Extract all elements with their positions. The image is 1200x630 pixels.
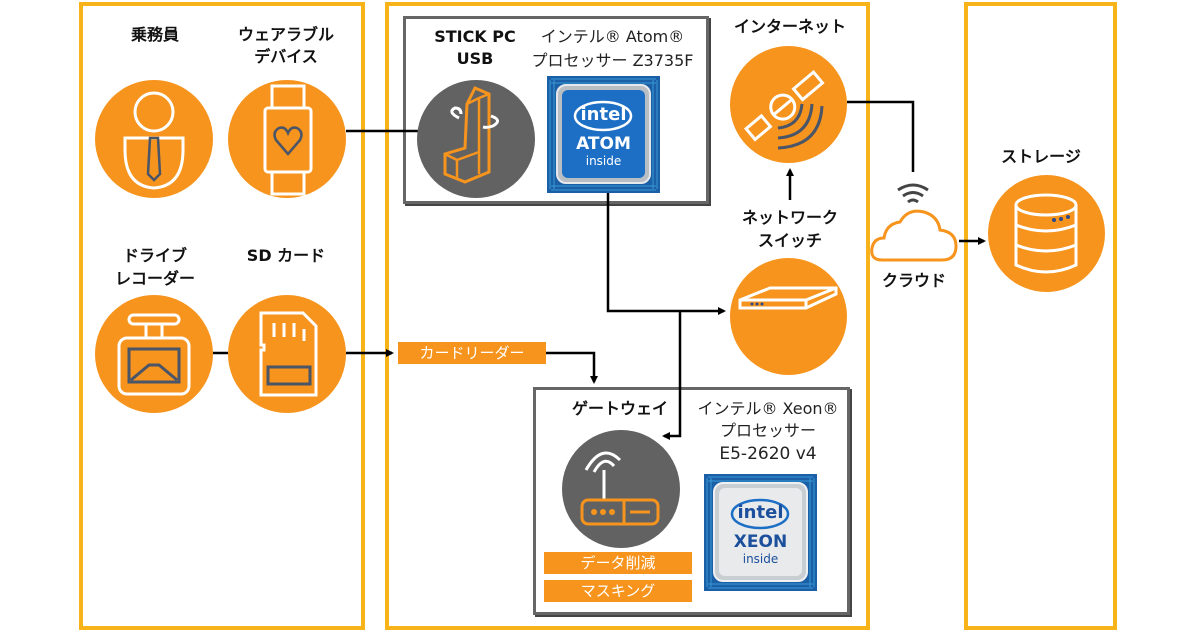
reader-to-gateway-arrow [545,351,598,384]
router-icon [580,451,660,526]
xeon-cpu-line3: E5-2620 v4 [719,444,817,464]
sd-card-icon [259,311,318,397]
database-icon [1014,193,1078,274]
usb-stick-icon [443,86,499,184]
internet-label: インターネット [733,17,846,36]
crew-label: 乗務員 [130,25,179,44]
internet-to-cloud-line [847,100,915,172]
drive-recorder-label-line2: レコーダー [114,269,195,288]
sd-card-label: SD カード [246,246,326,265]
xeon-badge-brand: intel [737,502,784,523]
stick-pc-label-line1: STICK PC [434,27,516,46]
atom-badge-tagline: inside [585,154,622,168]
person-with-tie-icon [123,91,185,190]
sd-card-node[interactable] [228,295,346,413]
intel-atom-badge: intel ATOM inside [547,76,660,193]
cloud-wifi-icon [870,183,958,262]
drive-recorder-label-line1: ドライブ [122,246,187,265]
atom-cpu-line1: インテル® Atom® [540,27,685,46]
internet-node[interactable] [730,46,847,163]
atom-badge-product: ATOM [576,134,631,154]
xeon-cpu-line2: プロセッサー [719,421,816,440]
feature-data-reduction: データ削減 [544,552,692,574]
atom-cpu-line2: プロセッサー Z3735F [531,51,694,70]
stick-pc-label-line2: USB [456,49,494,68]
xeon-badge-product: XEON [733,532,788,552]
gateway-label: ゲートウェイ [571,399,668,418]
card-reader-tag: カードリーダー [398,342,546,364]
network-switch-label-line2: スイッチ [757,231,822,250]
stick-pc-node[interactable] [417,80,535,198]
wearable-label-line1: ウェアラブル [237,25,334,44]
satellite-icon [743,70,825,150]
gateway-node[interactable] [562,430,680,548]
drive-recorder-node[interactable] [95,295,213,413]
network-switch-node[interactable] [730,258,847,375]
smartwatch-heart-icon [263,84,313,196]
atom-badge-brand: intel [580,104,627,125]
intel-xeon-badge: intel XEON inside [704,474,817,591]
wearable-node[interactable] [228,80,346,198]
cloud-node[interactable] [868,176,960,266]
dashcam-icon [117,313,191,396]
storage-node[interactable] [988,175,1105,292]
xeon-cpu-line1: インテル® Xeon® [697,399,839,418]
crew-node[interactable] [95,80,213,198]
switch-to-gateway-arrow [662,311,682,440]
storage-label: ストレージ [1001,147,1081,166]
network-switch-label-line1: ネットワーク [741,208,838,227]
stickpc-to-switch-arrow [606,193,726,315]
cloud-label: クラウド [881,271,946,290]
storage-panel [964,2,1117,630]
xeon-badge-tagline: inside [742,552,779,566]
wearable-label-line2: デバイス [254,47,318,66]
feature-masking: マスキング [544,580,692,602]
network-switch-icon [738,286,838,310]
